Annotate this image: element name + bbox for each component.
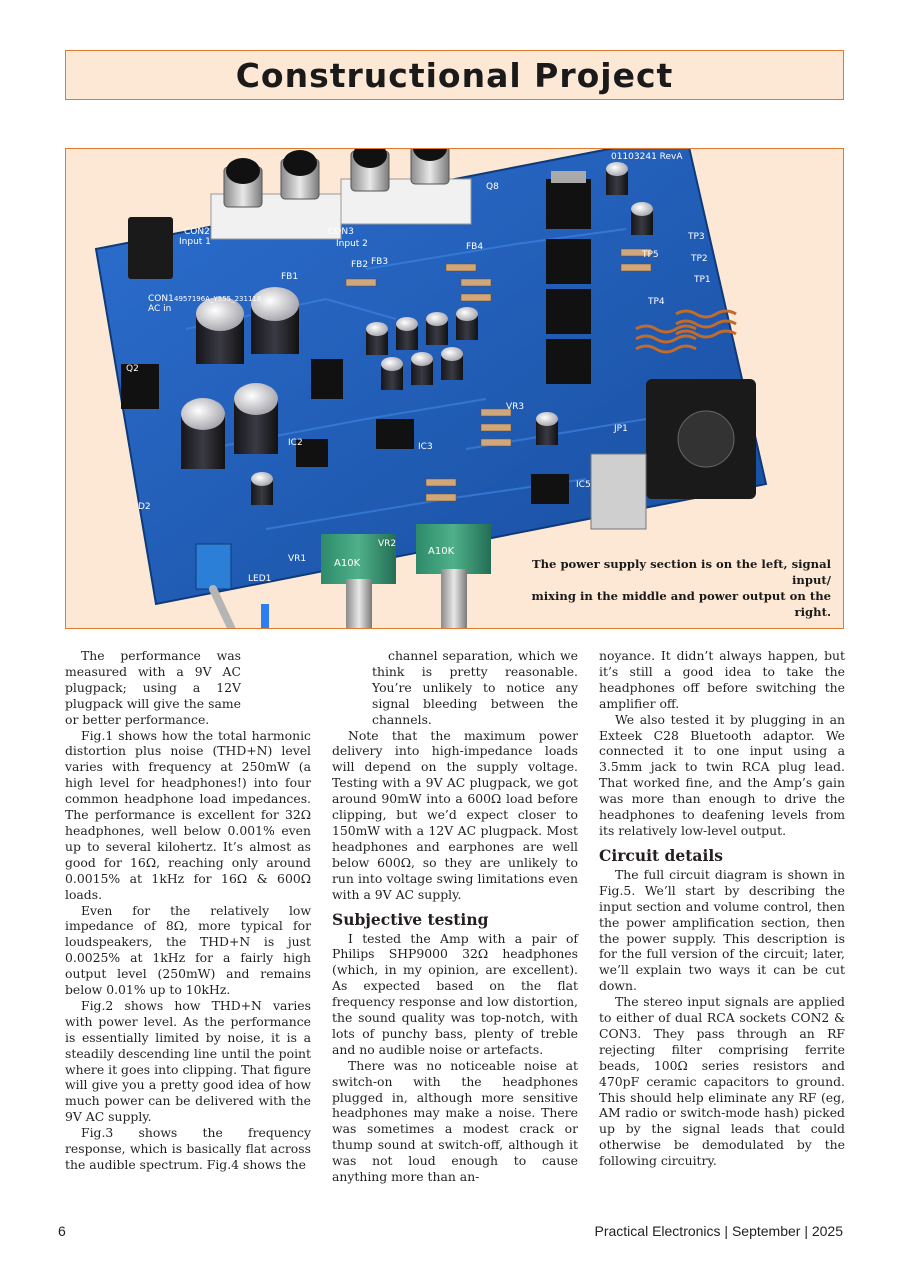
- board-label-led1: LED1: [248, 574, 271, 584]
- paragraph: I tested the Amp with a pair of Philips …: [332, 930, 578, 1057]
- board-label-d2: D2: [138, 502, 151, 512]
- text-column-1: The performance was measured with a 9V A…: [65, 648, 311, 1173]
- rca-sockets: [210, 149, 472, 240]
- board-label-con2: CON2: [184, 227, 210, 237]
- board-label-tp2: TP2: [690, 254, 708, 264]
- board-label-fb1: FB1: [281, 272, 298, 282]
- board-label-fb3: FB3: [371, 257, 388, 267]
- paragraph: The full circuit diagram is shown in Fig…: [599, 866, 845, 994]
- ic-chips: [296, 419, 569, 504]
- board-label-ic5: IC5: [576, 480, 591, 490]
- board-label-ic2: IC2: [288, 438, 303, 448]
- paragraph: We also tested it by plugging in an Exte…: [599, 711, 845, 838]
- section-heading: Circuit details: [599, 845, 723, 865]
- board-label-tp4: TP4: [647, 297, 665, 307]
- dc-jack: [128, 217, 173, 279]
- section-header: Constructional Project: [65, 50, 844, 100]
- board-label-ic3: IC3: [418, 442, 433, 452]
- board-label-rev: 01103241 RevA: [611, 152, 683, 162]
- section-title: Constructional Project: [235, 55, 674, 95]
- footer-publication: Practical Electronics | September | 2025: [594, 1223, 844, 1239]
- board-label-vr3: VR3: [506, 402, 524, 412]
- board-label-part-no: 4957196A_Y555_231118: [174, 295, 261, 303]
- resistors: [345, 248, 652, 502]
- small-capacitors: [251, 162, 653, 505]
- inductor-coils: [635, 309, 737, 354]
- figure-caption-line1: The power supply section is on the left,…: [531, 557, 831, 587]
- power-switch: [195, 543, 232, 590]
- board-label-input2: Input 2: [336, 239, 368, 249]
- board-label-con1: CON1: [148, 294, 174, 304]
- pcb-photo: 01103241 RevA CON2 Input 1 CON3 Input 2 …: [94, 149, 768, 628]
- paragraph: Even for the relatively low impedance of…: [65, 902, 311, 998]
- section-heading: Subjective testing: [332, 909, 489, 929]
- text-column-2: channel separation, which we think is pr…: [332, 648, 578, 1185]
- led: [261, 604, 269, 628]
- large-capacitors: [181, 287, 299, 469]
- page-number: 6: [58, 1223, 66, 1239]
- paragraph: The performance was measured with a 9V A…: [65, 648, 241, 727]
- figure-caption-line2: mixing in the middle and power output on…: [531, 589, 831, 619]
- paragraph: Note that the maximum power delivery int…: [332, 727, 578, 902]
- board-label-fb4: FB4: [466, 242, 483, 252]
- board-label-vr2: VR2: [378, 539, 396, 549]
- jack-socket-small: [590, 453, 647, 530]
- board-label-input1: Input 1: [179, 237, 211, 247]
- board-label-tp5: TP5: [641, 250, 659, 260]
- board-label-q2: Q2: [126, 364, 139, 374]
- pot-label-1: A10K: [334, 558, 361, 569]
- pcb-photo-figure: 01103241 RevA CON2 Input 1 CON3 Input 2 …: [65, 148, 844, 629]
- paragraph: Fig.3 shows the frequency response, whic…: [65, 1125, 311, 1172]
- board-label-q8: Q8: [486, 182, 499, 192]
- paragraph: The stereo input signals are applied to …: [599, 994, 845, 1169]
- text-column-3: noyance. It didn’t always happen, but it…: [599, 648, 845, 1169]
- figure-caption: The power supply section is on the left,…: [491, 556, 831, 620]
- paragraph: Fig.2 shows how THD+N varies with power …: [65, 997, 311, 1125]
- pot-label-2: A10K: [428, 546, 455, 557]
- board-label-jp1: JP1: [613, 424, 628, 434]
- paragraph: Fig.1 shows how the total harmonic disto…: [65, 727, 311, 902]
- volume-pots: [321, 524, 491, 628]
- board-label-tp1: TP1: [693, 275, 711, 285]
- board-label-vr1: VR1: [288, 554, 306, 564]
- paragraph: noyance. It didn’t always happen, but it…: [599, 648, 845, 711]
- regulators: [121, 171, 591, 409]
- paragraph: There was no noticeable noise at switch-…: [332, 1057, 578, 1185]
- board-label-ac-in: AC in: [148, 304, 171, 314]
- board-label-fb2: FB2: [351, 260, 368, 270]
- paragraph: channel separation, which we think is pr…: [372, 648, 578, 727]
- board-label-con3: CON3: [328, 227, 354, 237]
- board-label-tp3: TP3: [687, 232, 705, 242]
